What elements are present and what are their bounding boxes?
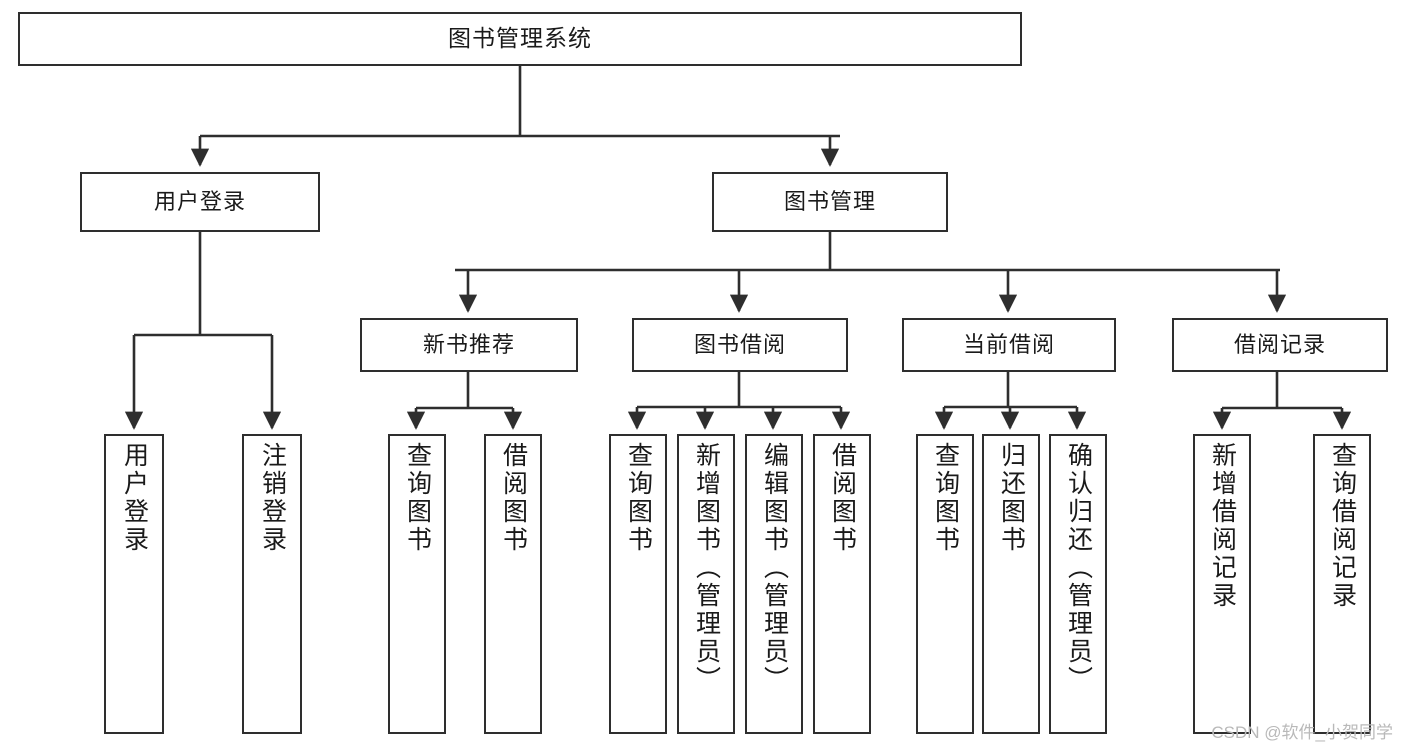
leaf-record-query-record[interactable]: 查询借阅记录 (1313, 434, 1371, 734)
node-label: 查询借阅记录 (1328, 442, 1357, 610)
node-label: 查询图书 (403, 442, 432, 554)
node-book-management[interactable]: 图书管理 (712, 172, 948, 232)
leaf-user-login-login[interactable]: 用户登录 (104, 434, 164, 734)
node-label: 借阅图书 (499, 442, 528, 554)
node-label: 用户登录 (153, 189, 246, 215)
node-label: 借阅记录 (1233, 332, 1326, 358)
leaf-borrow-query-book[interactable]: 查询图书 (609, 434, 667, 734)
node-label: 用户登录 (120, 442, 149, 554)
node-current-borrow[interactable]: 当前借阅 (902, 318, 1116, 372)
leaf-current-confirm-return-admin[interactable]: 确认归还（管理员） (1049, 434, 1107, 734)
node-label: 查询图书 (931, 442, 960, 554)
node-label: 图书借阅 (693, 332, 786, 358)
leaf-recommend-borrow-book[interactable]: 借阅图书 (484, 434, 542, 734)
node-label: 图书管理 (783, 189, 876, 215)
node-label: 归还图书 (997, 442, 1026, 554)
node-label: 新增图书（管理员） (692, 442, 721, 694)
node-label: 注销登录 (258, 442, 287, 554)
node-label: 查询图书 (624, 442, 653, 554)
node-label: 新增借阅记录 (1208, 442, 1237, 610)
node-book-borrow[interactable]: 图书借阅 (632, 318, 848, 372)
node-root-system[interactable]: 图书管理系统 (18, 12, 1022, 66)
node-label: 新书推荐 (422, 332, 515, 358)
node-label: 借阅图书 (828, 442, 857, 554)
leaf-current-return-book[interactable]: 归还图书 (982, 434, 1040, 734)
node-borrow-record[interactable]: 借阅记录 (1172, 318, 1388, 372)
node-new-book-recommend[interactable]: 新书推荐 (360, 318, 578, 372)
leaf-record-add-record[interactable]: 新增借阅记录 (1193, 434, 1251, 734)
node-label: 确认归还（管理员） (1064, 442, 1093, 694)
leaf-recommend-query-book[interactable]: 查询图书 (388, 434, 446, 734)
leaf-borrow-edit-book-admin[interactable]: 编辑图书（管理员） (745, 434, 803, 734)
node-user-login[interactable]: 用户登录 (80, 172, 320, 232)
node-label: 图书管理系统 (448, 25, 592, 52)
leaf-user-login-logout[interactable]: 注销登录 (242, 434, 302, 734)
node-label: 编辑图书（管理员） (760, 442, 789, 694)
leaf-borrow-borrow-book[interactable]: 借阅图书 (813, 434, 871, 734)
leaf-current-query-book[interactable]: 查询图书 (916, 434, 974, 734)
node-label: 当前借阅 (962, 332, 1055, 358)
leaf-borrow-add-book-admin[interactable]: 新增图书（管理员） (677, 434, 735, 734)
